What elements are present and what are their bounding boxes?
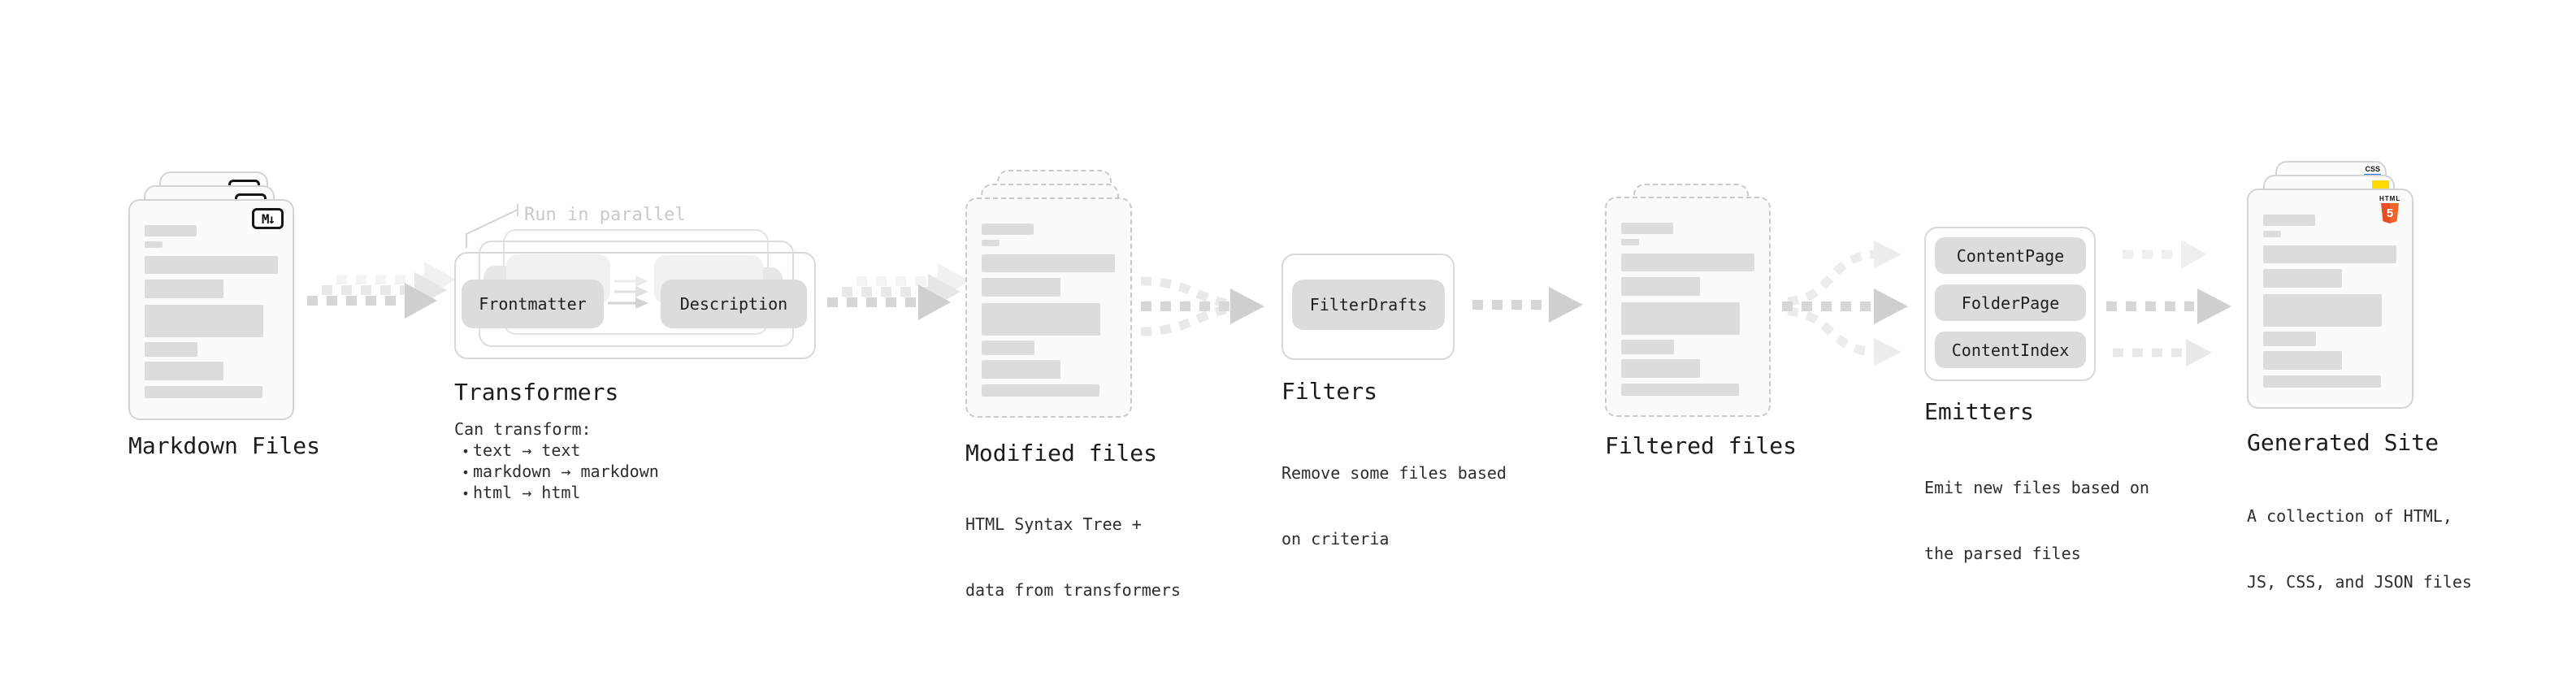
text-placeholder-bar [145, 256, 278, 274]
stage-title-filters: Filters [1281, 378, 1378, 405]
arrow-filtered-to-emitters [1782, 241, 1908, 366]
filter-drafts-box: FilterDrafts [1292, 280, 1445, 330]
text-placeholder-bar [2263, 269, 2342, 288]
transform-bullet: •text → text [458, 440, 580, 460]
generated-file-card-front: HTML 5 [2247, 189, 2413, 409]
text-placeholder-bar [982, 384, 1099, 397]
text-placeholder-bar [982, 254, 1115, 272]
description-line: HTML Syntax Tree + [965, 514, 1142, 534]
text-placeholder-bar [2263, 245, 2396, 263]
stage-label-modified-files: Modified files [965, 440, 1158, 466]
stage-title-transformers: Transformers [454, 379, 619, 406]
filtered-file-card-front [1605, 197, 1771, 417]
text-placeholder-bar [1621, 277, 1700, 296]
transformer-frontmatter-box: Frontmatter [462, 280, 604, 328]
arrow-transformers-to-modified [827, 263, 970, 320]
description-line: the parsed files [1924, 544, 2081, 563]
transformers-subtitle: Can transform: [454, 419, 592, 439]
text-placeholder-bar [982, 278, 1060, 297]
text-placeholder-bar [1621, 302, 1740, 335]
text-placeholder-bar [1621, 239, 1639, 245]
transform-bullet: •html → html [458, 483, 580, 502]
html5-icon-word: HTML [2379, 195, 2401, 202]
text-placeholder-bar [982, 240, 1000, 246]
text-placeholder-bar [2263, 332, 2316, 346]
text-placeholder-bar [2263, 215, 2315, 226]
html5-icon: HTML 5 [2379, 195, 2400, 223]
text-placeholder-bar [1621, 384, 1739, 396]
html5-icon-shield: 5 [2381, 203, 2399, 223]
description-line: Remove some files based [1281, 463, 1507, 483]
text-placeholder-bar [1621, 359, 1700, 378]
arrow-emitters-to-generated [2106, 240, 2231, 367]
description-line: JS, CSS, and JSON files [2247, 572, 2472, 592]
bullet-dot: • [462, 486, 470, 501]
emitter-content-page-box: ContentPage [1935, 237, 2086, 274]
arrow-markdown-to-transformers [307, 262, 457, 319]
description-line: data from transformers [965, 580, 1181, 600]
stage-label-filtered-files: Filtered files [1605, 432, 1798, 459]
text-placeholder-bar [145, 225, 197, 236]
bullet-text: markdown → markdown [473, 462, 659, 481]
description-line: Emit new files based on [1924, 478, 2149, 497]
text-placeholder-bar [982, 223, 1034, 235]
text-placeholder-bar [145, 280, 223, 298]
text-placeholder-bar [2263, 351, 2342, 370]
text-placeholder-bar [145, 386, 262, 398]
js-file-icon [2372, 180, 2389, 189]
generated-site-description: A collection of HTML, JS, CSS, and JSON … [2247, 462, 2472, 637]
bullet-dot: • [462, 465, 470, 480]
text-placeholder-bar [145, 342, 197, 357]
markdown-icon: M↓ [252, 208, 284, 229]
text-placeholder-bar [1621, 254, 1754, 271]
bullet-text: html → html [473, 483, 581, 502]
description-line: A collection of HTML, [2247, 506, 2452, 526]
stage-label-generated-site: Generated Site [2247, 429, 2439, 456]
run-in-parallel-callout: Run in parallel [524, 205, 686, 225]
text-placeholder-bar [145, 305, 263, 337]
stage-label-markdown-files: Markdown Files [128, 432, 321, 459]
text-placeholder-bar [1621, 340, 1674, 354]
text-placeholder-bar [2263, 375, 2381, 388]
transformer-run-container-front [454, 252, 816, 359]
description-line: on criteria [1281, 529, 1390, 549]
text-placeholder-bar [145, 362, 223, 380]
filters-description: Remove some files based on criteria [1281, 419, 1507, 594]
text-placeholder-bar [982, 303, 1100, 336]
emitter-content-index-box: ContentIndex [1935, 332, 2086, 368]
markdown-file-card-front: M↓ [128, 199, 294, 420]
bullet-text: text → text [473, 440, 581, 460]
arrow-filters-to-filtered [1472, 287, 1583, 323]
transform-bullet: •markdown → markdown [458, 462, 659, 481]
text-placeholder-bar [1621, 223, 1673, 234]
text-placeholder-bar [2263, 231, 2281, 237]
text-placeholder-bar [982, 360, 1060, 379]
emitter-folder-page-box: FolderPage [1935, 284, 2086, 321]
modified-files-description: HTML Syntax Tree + data from transformer… [965, 470, 1181, 645]
emitters-container [1924, 227, 2096, 381]
transformer-description-box: Description [661, 280, 807, 328]
arrow-modified-to-filters [1140, 276, 1264, 336]
stage-title-emitters: Emitters [1924, 398, 2034, 425]
filters-container [1281, 254, 1455, 360]
text-placeholder-bar [982, 340, 1034, 355]
modified-file-card-front [965, 197, 1132, 418]
emitters-description: Emit new files based on the parsed files [1924, 433, 2149, 609]
bullet-dot: • [462, 444, 470, 459]
text-placeholder-bar [2263, 294, 2382, 327]
text-placeholder-bar [145, 241, 163, 248]
html5-icon-number: 5 [2386, 206, 2394, 220]
